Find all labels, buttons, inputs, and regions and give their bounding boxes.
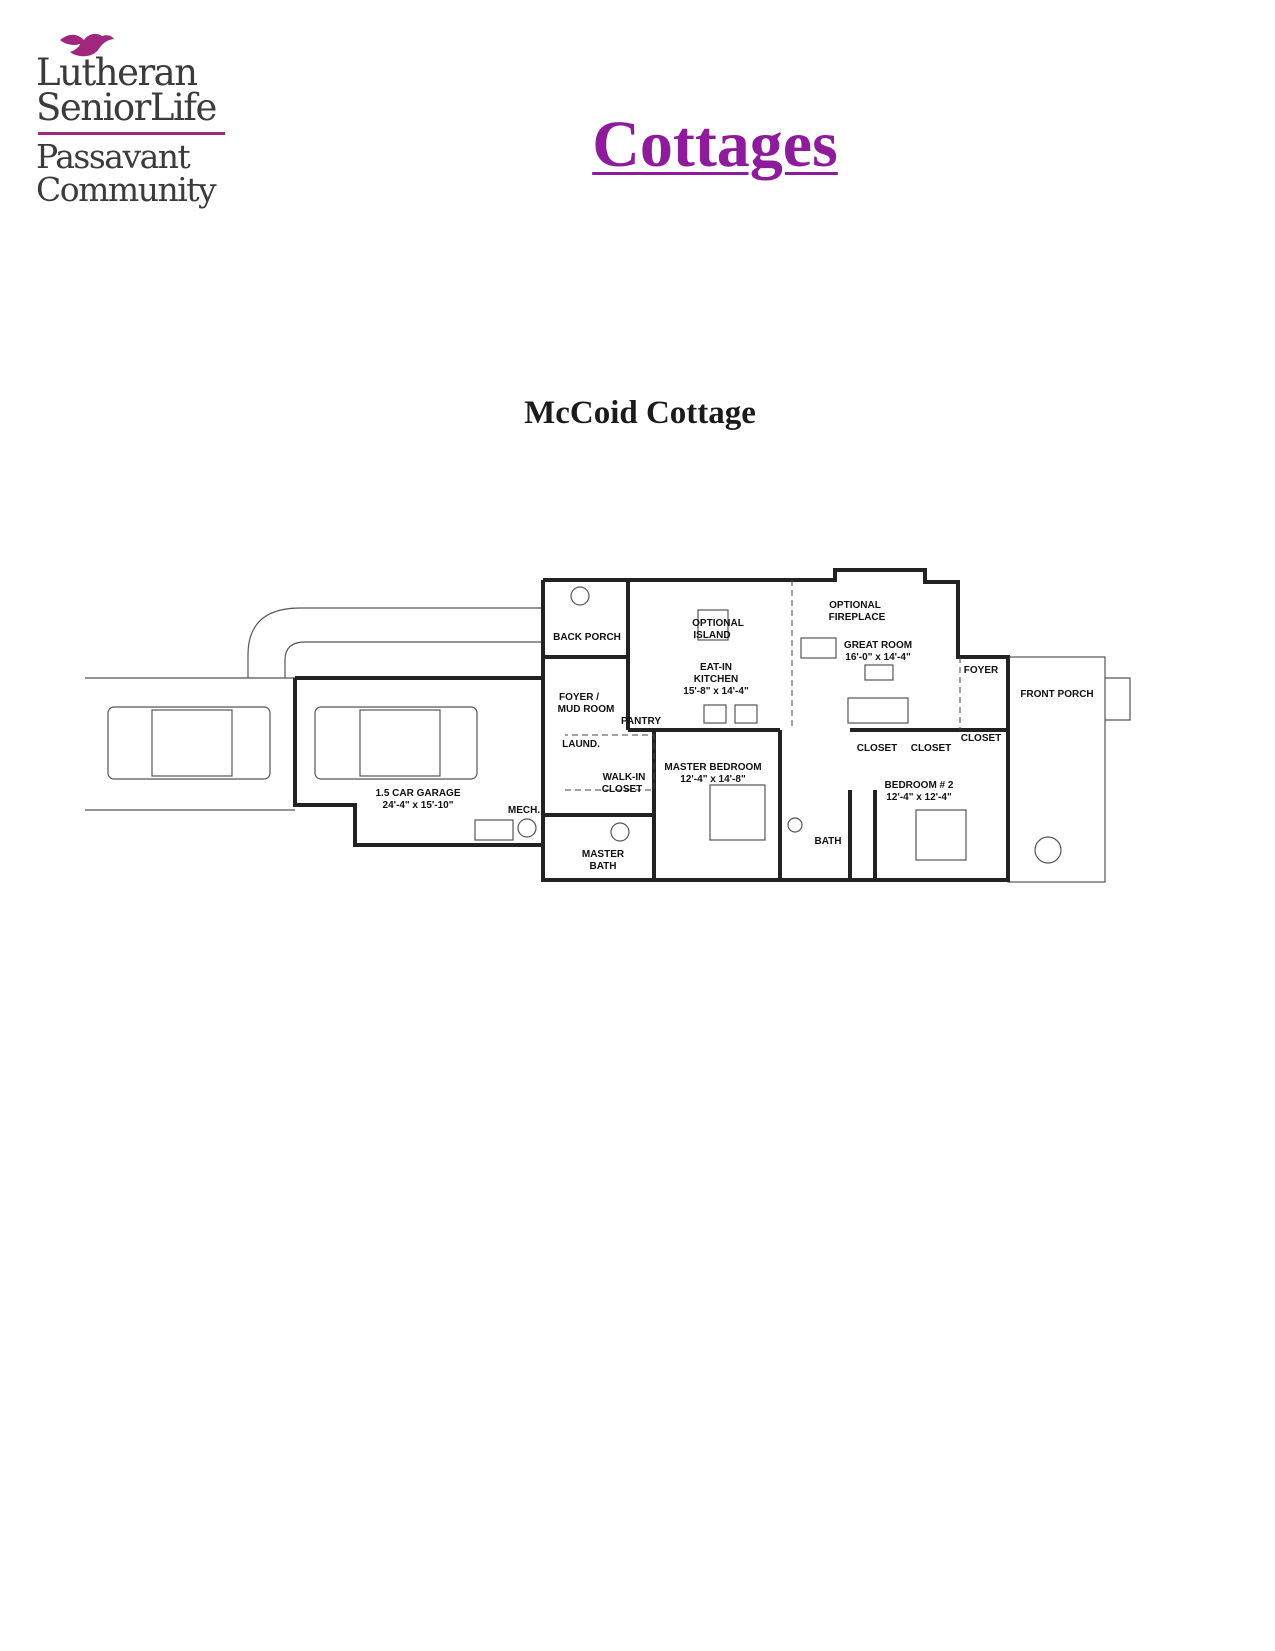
closet-label-1: CLOSET	[857, 743, 898, 754]
room-back-porch: BACK PORCH	[553, 632, 621, 643]
fireplace-label-2: FIREPLACE	[829, 612, 886, 623]
bedroom-2-dimensions: 12'-4" x 12'-4"	[886, 792, 952, 803]
floor-plan-drawing: BACK PORCH OPTIONAL ISLAND EAT-IN KITCHE…	[85, 568, 1131, 883]
master-bath-label-1: MASTER	[582, 849, 625, 860]
island-label-2: ISLAND	[693, 630, 730, 641]
logo-line-2: SeniorLife	[36, 86, 217, 129]
mud-room-label-1: FOYER /	[559, 692, 599, 703]
room-laundry: LAUND.	[562, 739, 600, 750]
master-bath-label-2: BATH	[589, 861, 616, 872]
room-pantry: PANTRY	[621, 716, 661, 727]
mud-room-label-2: MUD ROOM	[558, 704, 615, 715]
room-garage: 1.5 CAR GARAGE	[375, 788, 460, 799]
room-front-porch: FRONT PORCH	[1020, 689, 1093, 700]
garage-dimensions: 24'-4" x 15'-10"	[383, 800, 454, 811]
kitchen-label-1: EAT-IN	[700, 662, 732, 673]
logo-line-1: Lutheran	[36, 51, 198, 94]
closet-label-3: CLOSET	[961, 733, 1002, 744]
fireplace-label-1: OPTIONAL	[829, 600, 881, 611]
walk-in-label-2: CLOSET	[602, 784, 643, 795]
room-bedroom-2: BEDROOM # 2	[885, 780, 954, 791]
room-bath: BATH	[814, 836, 841, 847]
cottage-name: McCoid Cottage	[524, 395, 756, 431]
kitchen-label-2: KITCHEN	[694, 674, 738, 685]
master-bedroom-dimensions: 12'-4" x 14'-8"	[680, 774, 746, 785]
logo-divider	[38, 132, 225, 135]
closet-label-2: CLOSET	[911, 743, 952, 754]
kitchen-dimensions: 15'-8" x 14'-4"	[683, 686, 749, 697]
room-master-bedroom: MASTER BEDROOM	[664, 762, 761, 773]
island-label-1: OPTIONAL	[692, 618, 744, 629]
logo-line-3: Passavant	[36, 137, 191, 176]
logo-line-4: Community	[36, 170, 217, 209]
logo: Lutheran SeniorLife Passavant Community	[36, 28, 236, 218]
page-title: Cottages	[592, 108, 838, 181]
floor-plan: BACK PORCH OPTIONAL ISLAND EAT-IN KITCHE…	[80, 560, 1150, 900]
room-great-room: GREAT ROOM	[844, 640, 912, 651]
dove-icon	[60, 33, 114, 57]
great-room-dimensions: 16'-0" x 14'-4"	[845, 652, 911, 663]
room-foyer: FOYER	[964, 665, 999, 676]
walk-in-label-1: WALK-IN	[603, 772, 646, 783]
room-mech: MECH.	[508, 805, 540, 816]
